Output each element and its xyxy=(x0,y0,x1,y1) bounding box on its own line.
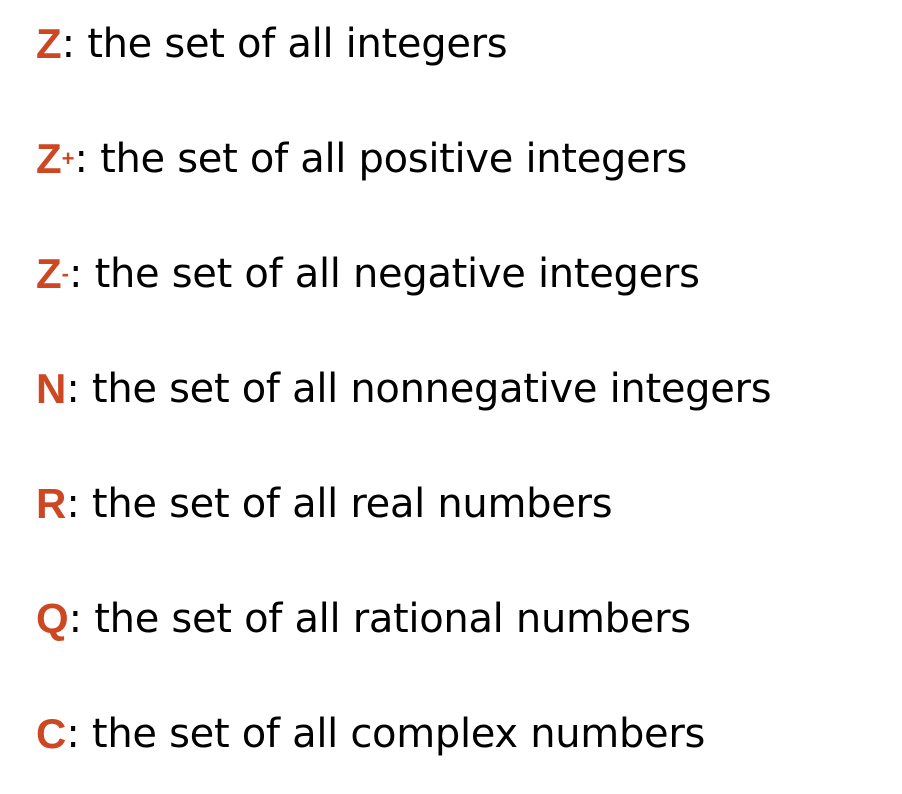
set-superscript: - xyxy=(61,261,69,286)
set-superscript: + xyxy=(61,146,75,171)
set-description: : the set of all real numbers xyxy=(66,481,613,527)
list-item-negative-integers: Z- : the set of all negative integers xyxy=(36,244,902,359)
set-description: : the set of all rational numbers xyxy=(68,596,691,642)
set-symbol: Z xyxy=(36,250,62,297)
set-symbol: C xyxy=(36,710,67,757)
set-description: : the set of all integers xyxy=(61,21,508,67)
list-item-real-numbers: R : the set of all real numbers xyxy=(36,474,902,589)
set-symbol: Z xyxy=(36,135,62,182)
set-symbol: Q xyxy=(36,595,69,642)
list-item-nonnegative-integers: N : the set of all nonnegative integers xyxy=(36,359,902,474)
set-symbol: R xyxy=(36,480,67,527)
list-item-positive-integers: Z+ : the set of all positive integers xyxy=(36,129,902,244)
set-description: : the set of all positive integers xyxy=(74,136,688,182)
set-symbol: Z xyxy=(36,20,62,67)
set-description: : the set of all negative integers xyxy=(68,251,700,297)
list-item-rational-numbers: Q : the set of all rational numbers xyxy=(36,589,902,704)
set-description: : the set of all nonnegative integers xyxy=(66,366,772,412)
list-item-integers: Z : the set of all integers xyxy=(36,14,902,129)
list-item-complex-numbers: C : the set of all complex numbers xyxy=(36,704,902,794)
set-symbol: N xyxy=(36,365,67,412)
set-description: : the set of all complex numbers xyxy=(66,711,706,757)
